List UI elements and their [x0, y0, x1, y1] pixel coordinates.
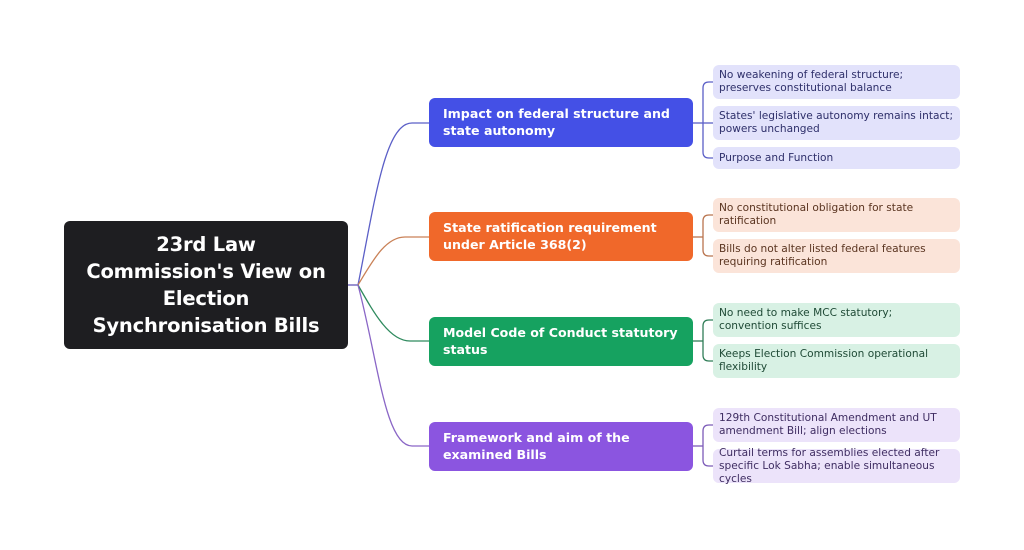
leaf-label: States' legislative autonomy remains int…: [719, 110, 954, 135]
link-root-branch-3: [357, 284, 429, 342]
branch-label: Model Code of Conduct statutory status: [443, 325, 678, 357]
branch-label: Impact on federal structure and state au…: [443, 106, 670, 138]
branch-label: Framework and aim of the examined Bills: [443, 430, 630, 462]
leaf-ratification-2[interactable]: Bills do not alter listed federal featur…: [713, 239, 960, 273]
link-root-branch-4: [357, 284, 429, 447]
leaf-label: No constitutional obligation for state r…: [719, 202, 914, 227]
leaf-label: Curtail terms for assemblies elected aft…: [719, 446, 940, 485]
leaf-mcc-1[interactable]: No need to make MCC statutory; conventio…: [713, 303, 960, 337]
leaf-framework-1[interactable]: 129th Constitutional Amendment and UT am…: [713, 408, 960, 442]
leaf-label: Purpose and Function: [719, 151, 834, 164]
leaf-ratification-1[interactable]: No constitutional obligation for state r…: [713, 198, 960, 232]
leaf-label: No weakening of federal structure; prese…: [719, 69, 904, 94]
leaf-label: No need to make MCC statutory; conventio…: [719, 307, 893, 332]
branch-federal-structure[interactable]: Impact on federal structure and state au…: [429, 98, 693, 147]
branch-state-ratification[interactable]: State ratification requirement under Art…: [429, 212, 693, 261]
leaf-label: Keeps Election Commission operational fl…: [719, 348, 929, 373]
leaf-mcc-2[interactable]: Keeps Election Commission operational fl…: [713, 344, 960, 378]
root-topic[interactable]: 23rd Law Commission's View on Election S…: [64, 221, 348, 349]
leaf-framework-2[interactable]: Curtail terms for assemblies elected aft…: [713, 446, 960, 485]
leaf-label: Bills do not alter listed federal featur…: [719, 243, 926, 268]
link-root-branch-1: [348, 122, 429, 286]
leaf-label: 129th Constitutional Amendment and UT am…: [719, 412, 937, 437]
leaf-federal-1[interactable]: No weakening of federal structure; prese…: [713, 65, 960, 99]
branch-mcc-status[interactable]: Model Code of Conduct statutory status: [429, 317, 693, 366]
leaf-federal-2[interactable]: States' legislative autonomy remains int…: [713, 106, 960, 140]
branch-label: State ratification requirement under Art…: [443, 220, 657, 252]
leaf-federal-3[interactable]: Purpose and Function: [713, 147, 960, 169]
branch-framework-bills[interactable]: Framework and aim of the examined Bills: [429, 422, 693, 471]
root-title: 23rd Law Commission's View on Election S…: [86, 233, 326, 337]
link-root-branch-2: [357, 236, 429, 286]
